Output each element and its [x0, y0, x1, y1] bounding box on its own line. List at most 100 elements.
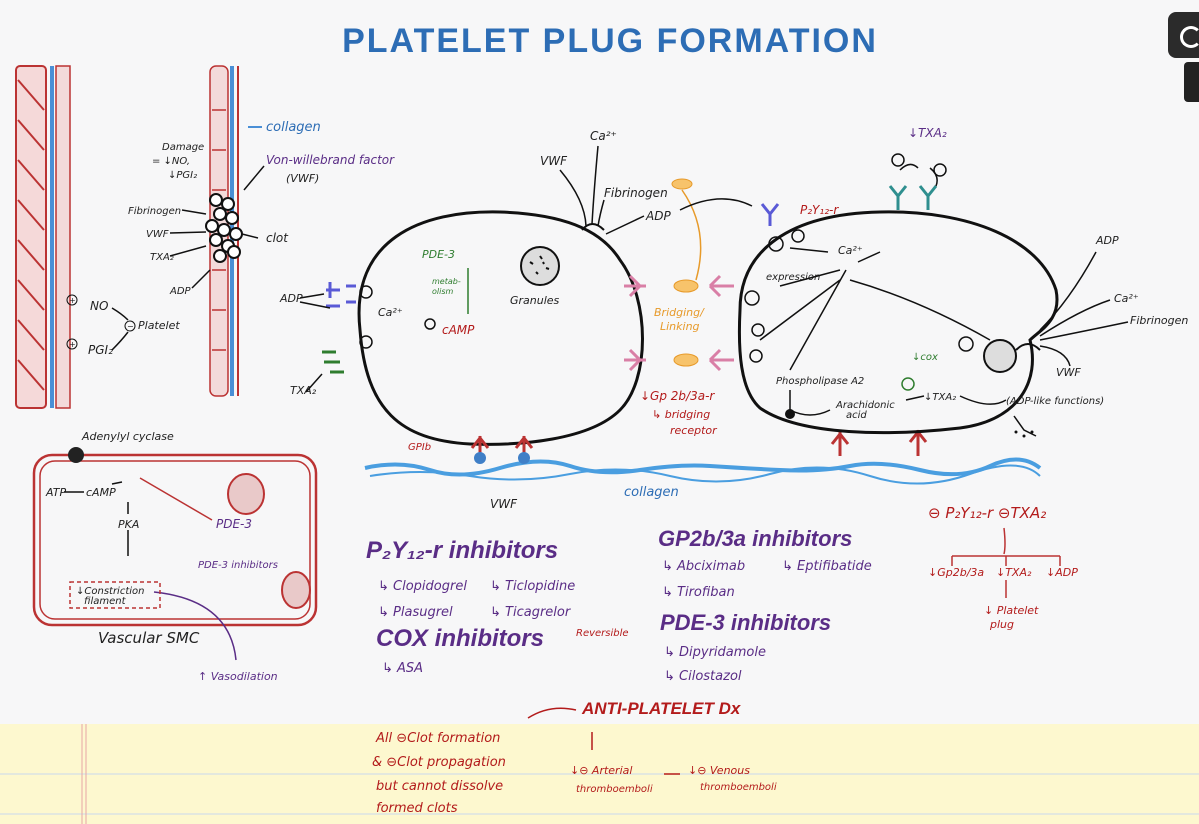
p2y12-inhibitors-title: P₂Y₁₂-r inhibitors [366, 537, 558, 564]
cox-inhibitors-title: COX inhibitors [376, 625, 544, 652]
drug-eptifibatide: ↳ Eptifibatide [782, 559, 872, 574]
p2y12-label: P₂Y₁₂-r [800, 203, 839, 217]
pde3-inhibitors-title: PDE-3 inhibitors [660, 610, 831, 635]
pgi2-label: PGI₂ [88, 343, 113, 357]
damage-no: = ↓NO, [152, 156, 190, 167]
adenylyl-label: Adenylyl cyclase [81, 430, 174, 443]
platelet-right [737, 210, 1059, 435]
p1-ca-label: Ca²⁺ [590, 129, 617, 143]
arterial-label2: thromboemboli [576, 784, 653, 795]
no-label: NO [90, 299, 108, 313]
no-plus: + [69, 296, 76, 305]
p1-camp-label: cAMP [442, 323, 475, 337]
drug-abciximab: ↳ Abciximab [662, 559, 745, 574]
collagen-bottom-label: collagen [624, 485, 679, 500]
platelet-left [357, 210, 644, 446]
refresh-icon[interactable] [1168, 12, 1199, 58]
p2-txa2-top: ↓TXA₂ [908, 126, 947, 140]
platelet-label: Platelet [138, 319, 180, 332]
note-line4: formed clots [376, 801, 458, 816]
drug-ticagrelor: ↳ Ticagrelor [490, 605, 572, 620]
side-tab[interactable] [1184, 62, 1199, 102]
bridging-receptor2: receptor [670, 424, 718, 437]
p2-granules-icon [983, 339, 1017, 373]
p1-adp-left-label: ADP [279, 292, 303, 305]
vessel-vwf: VWF [146, 229, 169, 240]
bridging-receptor1: ↳ bridging [652, 408, 710, 421]
clot-cluster [205, 193, 243, 263]
p1-granules-label: Granules [510, 294, 560, 307]
cox-label: ↓cox [912, 352, 938, 363]
note-line3: but cannot dissolve [376, 779, 503, 794]
p1-adp-top-label: ADP [645, 209, 671, 223]
vessel-txa2: TXA₂ [150, 252, 174, 263]
arterial-label1: ↓⊖ Arterial [570, 764, 632, 777]
smc-cell [32, 447, 318, 627]
platelet-minus: − [127, 322, 134, 331]
summary-gp: ↓Gp2b/3a [928, 566, 984, 579]
smc-label: Vascular SMC [98, 629, 200, 647]
summary-plug1: ↓ Platelet [984, 604, 1039, 617]
drug-ticlopidine: ↳ Ticlopidine [490, 579, 575, 594]
venous-label2: thromboemboli [700, 782, 777, 793]
bridging-receptors [624, 274, 734, 372]
clot-label: clot [266, 231, 289, 245]
pde3-inhib-label: PDE-3 inhibitors [198, 560, 278, 571]
p1-fibrinogen-label: Fibrinogen [604, 186, 668, 200]
venous-label1: ↓⊖ Venous [688, 764, 750, 777]
phospholipase-label: Phospholipase A2 [776, 376, 864, 387]
p1-receptors [326, 282, 356, 308]
drug-tirofiban: ↳ Tirofiban [662, 585, 735, 600]
p2-adp-label: ADP [1095, 234, 1119, 247]
damage-pgi2: ↓PGI₂ [168, 170, 197, 181]
p1-vwf-bottom-label: VWF [490, 497, 518, 511]
p1-metab1: metab- [432, 277, 461, 286]
bridging-label1: Bridging/ [654, 306, 705, 319]
pgi2-plus: + [69, 340, 76, 349]
reversible-label: Reversible [576, 628, 629, 639]
summary-txa2: ↓TXA₂ [996, 566, 1032, 579]
arachidonic-label1: Arachidonic [835, 400, 895, 411]
antiplatelet-label: ANTI-PLATELET Dx [581, 699, 742, 718]
p2-ca-label: Ca²⁺ [1114, 292, 1139, 305]
drug-clopidogrel: ↳ Clopidogrel [378, 579, 467, 594]
bridging-label2: Linking [660, 320, 700, 333]
drug-cilostazol: ↳ Cilostazol [664, 669, 742, 684]
note-line2: & ⊖Clot propagation [372, 755, 506, 770]
gpib-label: GPIb [408, 442, 431, 453]
summary-plug2: plug [989, 618, 1014, 631]
p1-metab2: olism [432, 287, 454, 296]
vessel-adp: ADP [169, 286, 192, 297]
p1-txa2-label: TXA₂ [290, 384, 317, 397]
vasodilation-label: ↑ Vasodilation [198, 670, 278, 683]
collagen-label: collagen [266, 120, 321, 135]
camp-label: cAMP [86, 486, 116, 499]
adp-like-label: (ADP-like functions) [1006, 396, 1104, 407]
pka-label: PKA [118, 518, 139, 531]
p2-fibrinogen-label: Fibrinogen [1130, 314, 1188, 327]
p1-pde3-label: PDE-3 [422, 248, 455, 261]
note-line1: All ⊖Clot formation [375, 731, 500, 746]
gp-inhibitors-title: GP2b/3a inhibitors [658, 526, 852, 551]
filament-label: filament [84, 596, 127, 607]
collagen-line [364, 457, 1042, 477]
p2-vwf-label: VWF [1056, 366, 1081, 379]
drug-asa: ↳ ASA [382, 661, 423, 676]
drug-plasugrel: ↳ Plasugrel [378, 605, 453, 620]
page-title: PLATELET PLUG FORMATION [342, 22, 878, 60]
summary-top: ⊖ P₂Y₁₂-r ⊖TXA₂ [928, 504, 1046, 522]
drug-dipyridamole: ↳ Dipyridamole [664, 645, 766, 660]
pde3-label: PDE-3 [216, 517, 252, 531]
p2-txa2-label: ↓TXA₂ [924, 392, 956, 403]
vessel-fibrinogen: Fibrinogen [128, 206, 181, 217]
expression-label: expression [766, 272, 820, 283]
damage-label: Damage [162, 142, 204, 153]
vwf-abbr: (VWF) [286, 172, 319, 185]
atp-label: ATP [45, 486, 66, 499]
p2-ca-in: Ca²⁺ [838, 244, 863, 257]
p1-vwf-label: VWF [540, 154, 568, 168]
vwf-label: Von-willebrand factor [266, 153, 395, 167]
constriction-label: ↓Constriction [76, 586, 145, 597]
arachidonic-label2: acid [846, 410, 867, 421]
